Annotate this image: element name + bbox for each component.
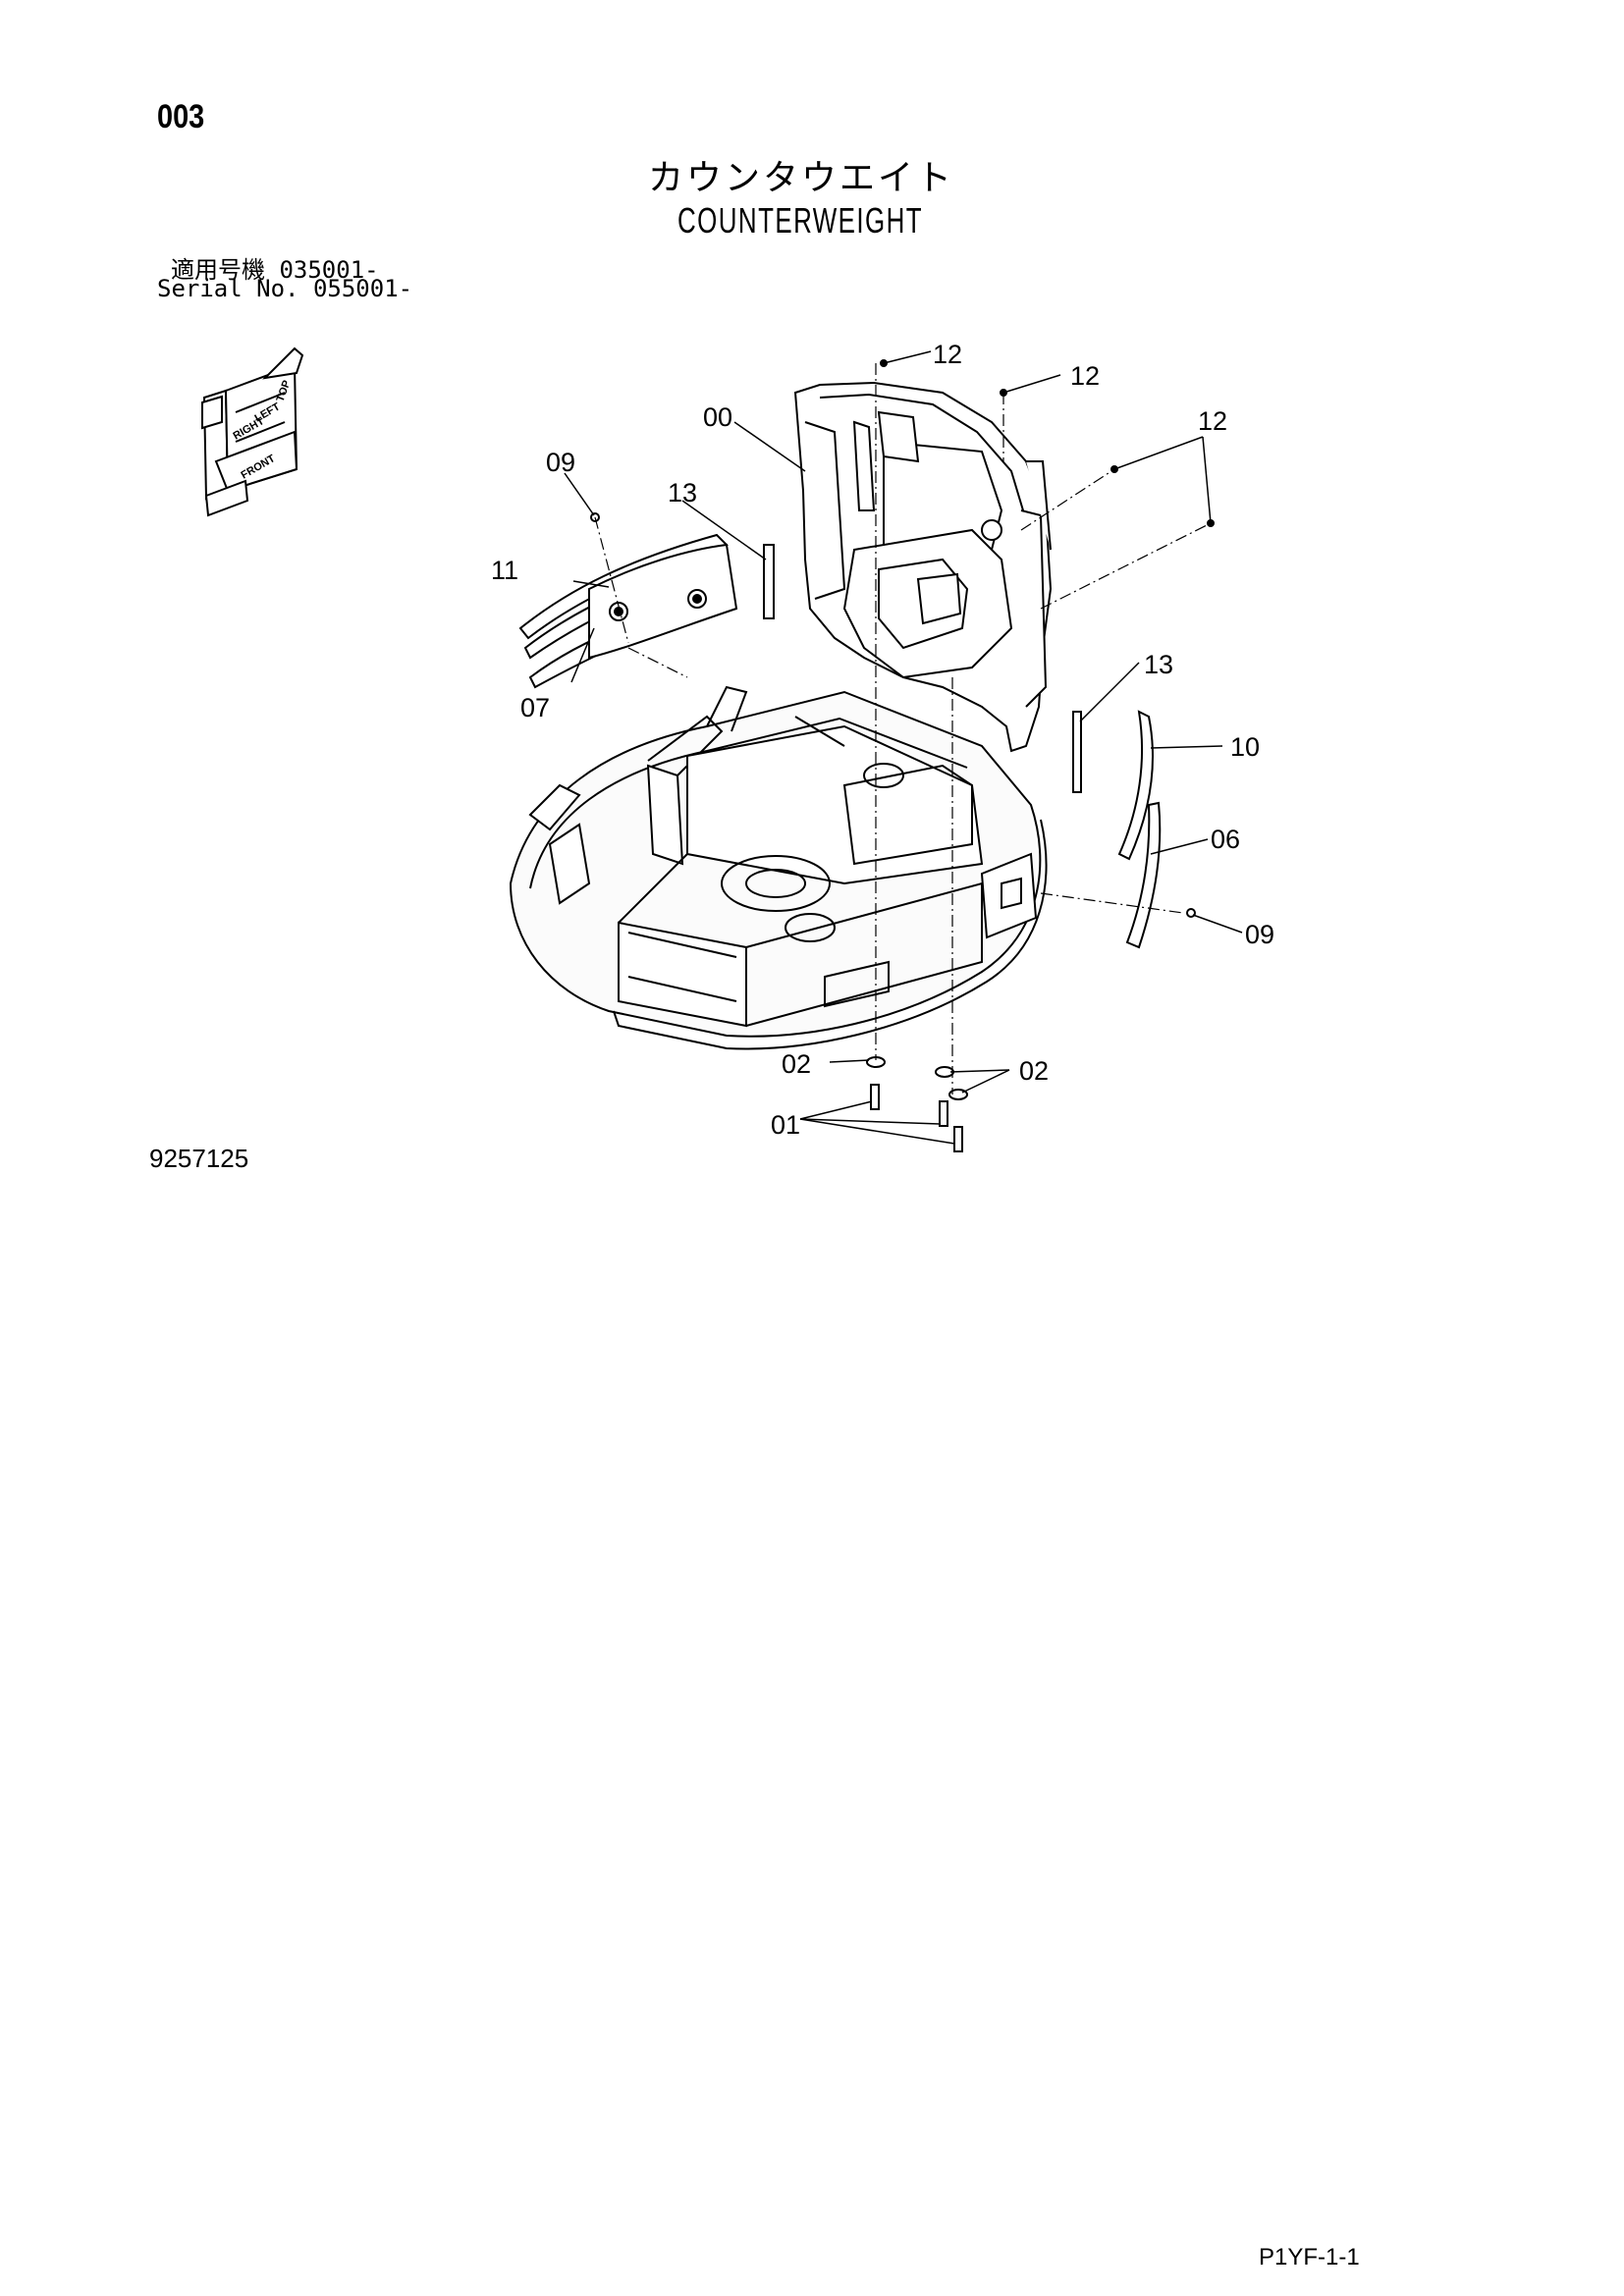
serial-applicability-japanese: 適用号機 035001-: [171, 256, 379, 284]
page-title-japanese: カウンタウエイト: [648, 158, 955, 198]
callout-09-top: 09: [546, 448, 575, 477]
rubber-strip-left: [763, 544, 775, 619]
callout-06: 06: [1211, 825, 1240, 854]
callout-09-right: 09: [1245, 920, 1274, 949]
page-title: COUNTERWEIGHT: [677, 200, 924, 240]
callout-12-b: 12: [1070, 361, 1100, 391]
callout-13-right: 13: [1144, 650, 1173, 679]
callout-00: 00: [703, 402, 732, 432]
callout-02-left: 02: [782, 1049, 811, 1079]
leader-lines: [564, 350, 1243, 1145]
serial-applicability: Serial No. 055001-: [157, 275, 413, 302]
callout-02-right: 02: [1019, 1056, 1049, 1086]
drawing-number: 9257125: [149, 1144, 249, 1173]
callout-12-c: 12: [1198, 406, 1227, 436]
callout-10: 10: [1230, 732, 1260, 762]
page-reference: P1YF-1-1: [1259, 2244, 1360, 2270]
orientation-icon: TOP LEFT RIGHT FRONT: [201, 347, 304, 517]
left-side-cover: [518, 533, 738, 689]
counterweight-part: [793, 381, 1053, 753]
callout-07: 07: [520, 693, 550, 722]
callout-01: 01: [771, 1110, 800, 1140]
callout-11: 11: [491, 556, 518, 585]
right-side-cover: [1072, 710, 1162, 949]
callout-13-left: 13: [668, 478, 697, 507]
alignment-lines: [594, 363, 1212, 1095]
callout-12-a: 12: [933, 340, 962, 369]
revolving-frame: [509, 685, 1048, 1050]
page-number: 003: [157, 98, 205, 135]
